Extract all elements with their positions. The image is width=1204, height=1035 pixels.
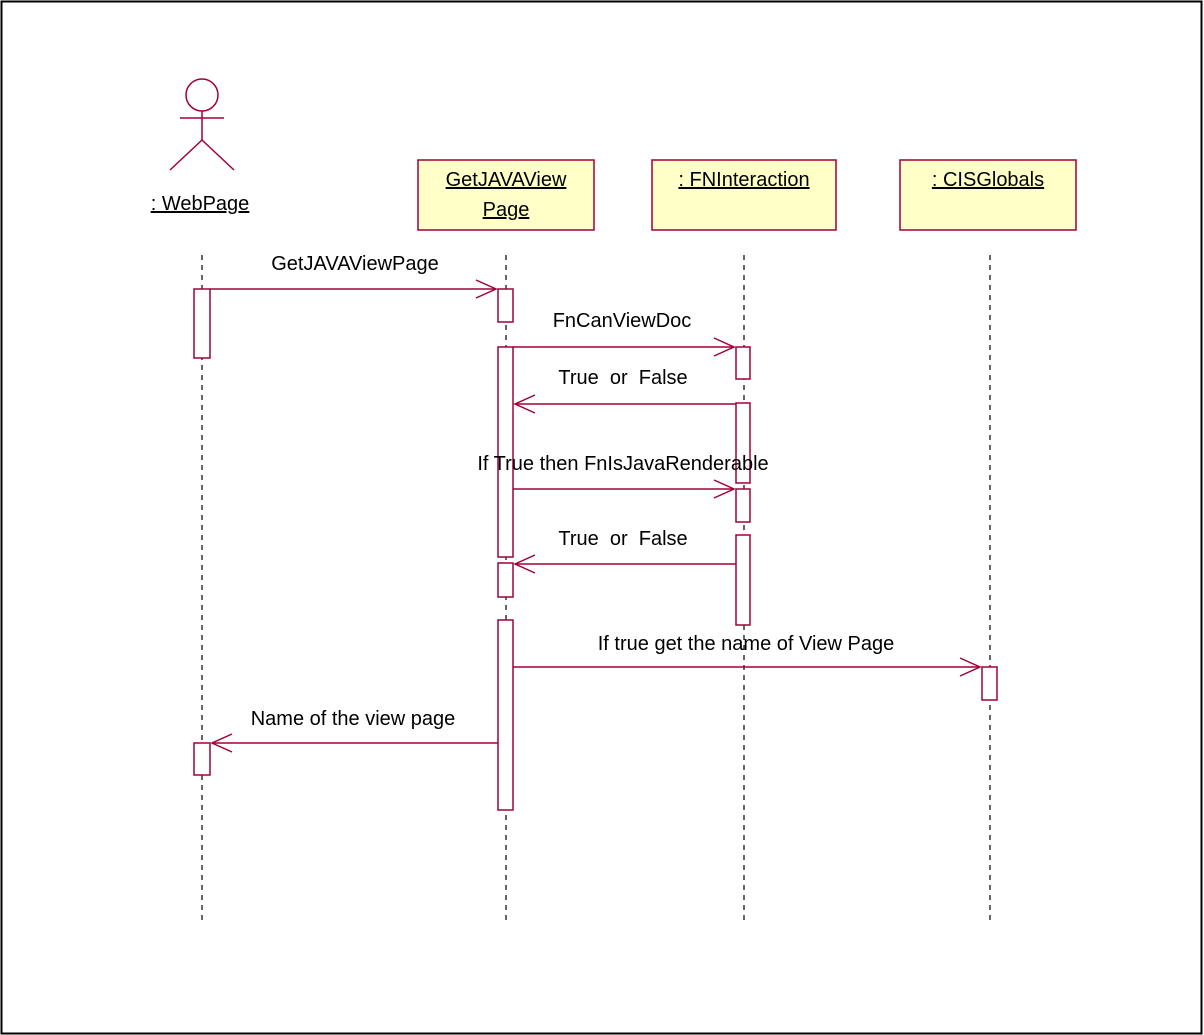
message-label-true-or-false-2: True or False: [558, 528, 687, 550]
message-label-get-view-page-name: If true get the name of View Page: [598, 633, 894, 655]
message-arrowhead: [713, 479, 736, 499]
object-getjavaviewpage-label-line2: Page: [483, 199, 530, 221]
actor-leg-left: [169, 139, 203, 171]
message-arrowhead: [513, 394, 536, 414]
message-arrowhead: [210, 733, 233, 753]
object-getjavaviewpage-label-line1: GetJAVAView: [446, 169, 567, 191]
message-label-name-of-view-page: Name of the view page: [251, 708, 456, 730]
message-arrowhead: [513, 554, 536, 574]
message-arrowhead: [475, 279, 498, 299]
activation-getjava-2: [497, 346, 514, 558]
activation-fninteraction-2: [735, 402, 751, 484]
actor-webpage: [169, 78, 235, 171]
activation-webpage-2: [193, 742, 211, 776]
object-cisglobals-label: : CISGlobals: [932, 169, 1044, 191]
object-fninteraction-label: : FNInteraction: [678, 169, 809, 191]
activation-cisglobals-1: [981, 666, 998, 701]
object-box-getjavaviewpage: [417, 159, 595, 231]
message-arrowhead: [959, 657, 982, 677]
actor-webpage-label: : WebPage: [151, 193, 250, 215]
activation-fninteraction-3: [735, 488, 751, 523]
object-box-fninteraction: [651, 159, 837, 231]
activation-getjava-3: [497, 562, 514, 598]
actor-leg-right: [201, 139, 235, 171]
activation-getjava-1: [497, 288, 514, 323]
activation-getjava-4: [497, 619, 514, 811]
message-arrowhead: [713, 337, 736, 357]
activation-fninteraction-4: [735, 534, 751, 626]
object-box-cisglobals: [899, 159, 1077, 231]
message-label-fncanviewdoc: FnCanViewDoc: [553, 310, 692, 332]
message-label-true-or-false-1: True or False: [558, 367, 687, 389]
activation-fninteraction-1: [735, 346, 751, 380]
message-label-fnisjavarenderable: If True then FnIsJavaRenderable: [477, 453, 768, 475]
activation-webpage-1: [193, 288, 211, 359]
message-label-getjavaviewpage: GetJAVAViewPage: [271, 253, 439, 275]
